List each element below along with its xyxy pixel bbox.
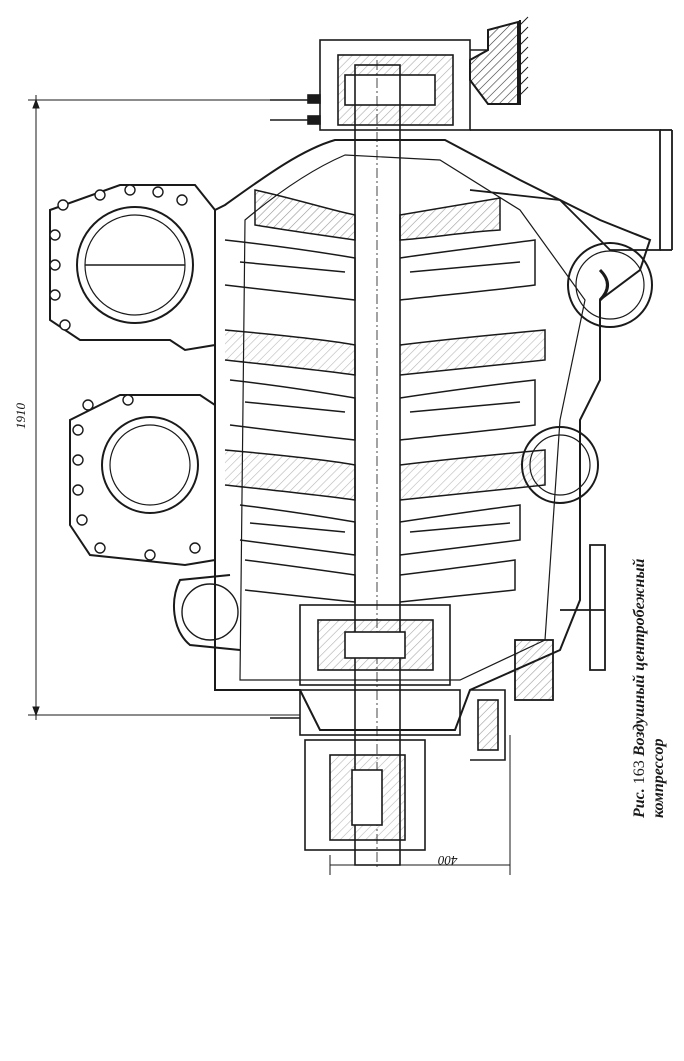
figure-caption: Рис. 163 Воздушный центробежный компресс…: [630, 368, 668, 818]
dimension-label-end: 400: [438, 853, 458, 868]
volute-middle: [69, 394, 216, 567]
top-bearing: [270, 39, 488, 131]
flange-bolts: [49, 184, 201, 561]
wall-mount: [469, 16, 529, 105]
caption-number: 163: [631, 760, 648, 785]
volute-right: [521, 242, 653, 504]
shaft: [354, 60, 401, 870]
caption-title-line2: компрессор: [650, 738, 667, 818]
discharge-nozzle: [469, 129, 673, 251]
dimension-label-overall: 1910: [13, 403, 28, 429]
dimension-lines: [28, 95, 511, 875]
bottom-bearing: [270, 604, 506, 851]
caption-title: Воздушный центробежный: [631, 558, 648, 757]
caption-label: Рис.: [631, 788, 648, 818]
impellers: [224, 189, 546, 603]
volute-lower: [173, 574, 241, 651]
volute-upper: [49, 184, 216, 352]
support-bracket: [514, 544, 606, 701]
